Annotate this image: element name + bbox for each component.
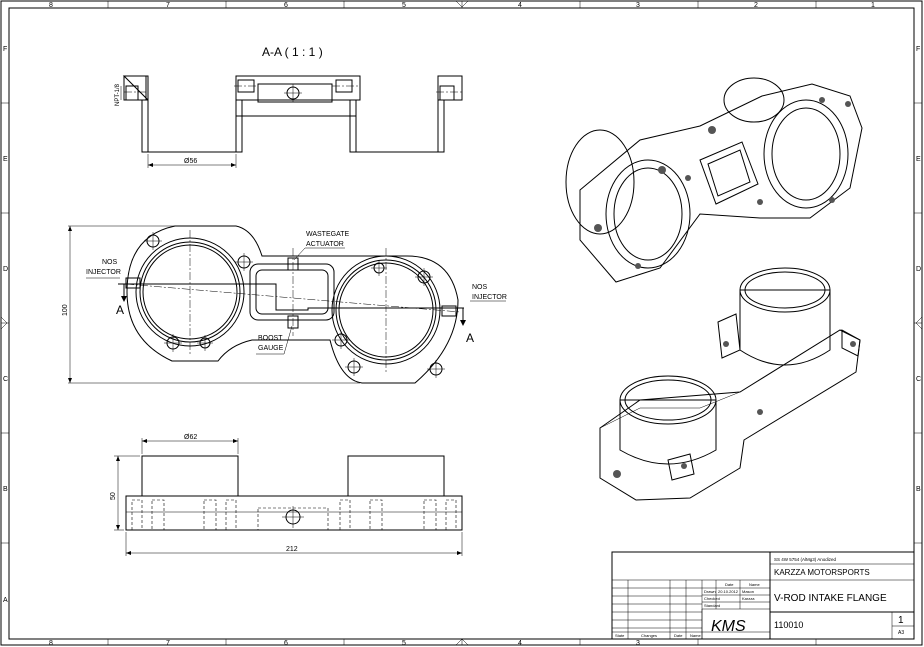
plan-view: A A 100 NOS INJECTOR NOS INJECTOR WASTEG… xyxy=(62,225,507,384)
section-mark-right: A xyxy=(466,331,474,345)
elevation-height-dimension: 50 xyxy=(110,492,117,500)
zone-top-1: 1 xyxy=(871,2,875,9)
bore-dimension: Ø56 xyxy=(184,158,197,165)
zone-top-8: 8 xyxy=(49,2,53,9)
zone-side-right-D: D xyxy=(916,266,921,273)
row-checked: Checked xyxy=(704,596,720,601)
section-title: A-A ( 1 : 1 ) xyxy=(262,45,323,59)
nos-injector-left-line1: NOS xyxy=(102,259,118,266)
zone-top-4: 4 xyxy=(518,2,522,9)
zone-side-B: B xyxy=(3,486,8,493)
row-standard: Standard xyxy=(704,603,720,608)
section-mark-left: A xyxy=(116,303,124,317)
section-view-aa: A-A ( 1 : 1 ) Ø56 NPT- xyxy=(115,45,463,168)
zone-top-3: 3 xyxy=(636,2,640,9)
rev-changes: Changes xyxy=(641,633,657,638)
sheet-number: 1 xyxy=(898,615,904,626)
nos-injector-right-line2: INJECTOR xyxy=(472,294,507,301)
elevation-length-dimension: 212 xyxy=(286,546,298,553)
title-block: SS 4W 5754 (AlMg3) Anodized KARZZA MOTOR… xyxy=(611,551,915,640)
boost-gauge-line2: GAUGE xyxy=(258,345,284,352)
nos-injector-right-line1: NOS xyxy=(472,284,488,291)
nos-injector-left-line2: INJECTOR xyxy=(86,269,121,276)
col-name: Name xyxy=(749,582,760,587)
elevation-od-dimension: Ø62 xyxy=(184,434,197,441)
sheet-size: A3 xyxy=(898,630,904,636)
isometric-view-top xyxy=(565,77,863,283)
company-name: KARZZA MOTORSPORTS xyxy=(774,568,870,577)
drawn-date: 20.10.2012 xyxy=(718,589,739,594)
zone-side-D: D xyxy=(3,266,8,273)
plan-height-dimension: 100 xyxy=(62,304,69,316)
zone-side-right-F: F xyxy=(916,46,920,53)
wastegate-line2: ACTUATOR xyxy=(306,241,344,248)
npt-label: NPT-1/8 xyxy=(115,83,121,106)
part-number: 110010 xyxy=(774,620,803,630)
zone-side-right-E: E xyxy=(916,156,921,163)
drawn-name: Mason xyxy=(742,589,754,594)
zone-side-C: C xyxy=(3,376,8,383)
zone-bottom-4: 4 xyxy=(518,640,522,647)
zone-side-right-C: C xyxy=(916,376,921,383)
zone-bottom-7: 7 xyxy=(166,640,170,647)
drawing-title: V-ROD INTAKE FLANGE xyxy=(774,593,887,604)
zone-bottom-5: 5 xyxy=(402,640,406,647)
row-drawn: Drawn xyxy=(704,589,716,594)
elevation-view: Ø62 50 212 xyxy=(110,434,463,556)
zone-side-right-B: B xyxy=(916,486,921,493)
zone-side-A: A xyxy=(3,597,8,604)
bolt-holes xyxy=(144,232,445,378)
isometric-view-bottom xyxy=(599,267,861,501)
boost-gauge-line1: BOOST xyxy=(258,335,283,342)
wastegate-line1: WASTEGATE xyxy=(306,231,350,238)
zone-bottom-3: 3 xyxy=(636,640,640,647)
zone-top-6: 6 xyxy=(284,2,288,9)
zone-side-F: F xyxy=(3,46,7,53)
kms-logo: KMS xyxy=(711,618,746,635)
col-date: Date xyxy=(725,582,734,587)
checked-name: Karzza xyxy=(742,596,755,601)
zone-side-E: E xyxy=(3,156,8,163)
zone-top-7: 7 xyxy=(166,2,170,9)
rev-state: State xyxy=(615,633,625,638)
rev-date: Date xyxy=(674,633,683,638)
zone-labels: 8 7 6 5 4 3 2 1 8 7 6 5 4 3 F E D C B A … xyxy=(3,2,921,647)
material-spec: SS 4W 5754 (AlMg3) Anodized xyxy=(774,557,837,562)
zone-top-5: 5 xyxy=(402,2,406,9)
zone-bottom-6: 6 xyxy=(284,640,288,647)
zone-top-2: 2 xyxy=(754,2,758,9)
rev-name: Name xyxy=(690,633,701,638)
zone-bottom-8: 8 xyxy=(49,640,53,647)
